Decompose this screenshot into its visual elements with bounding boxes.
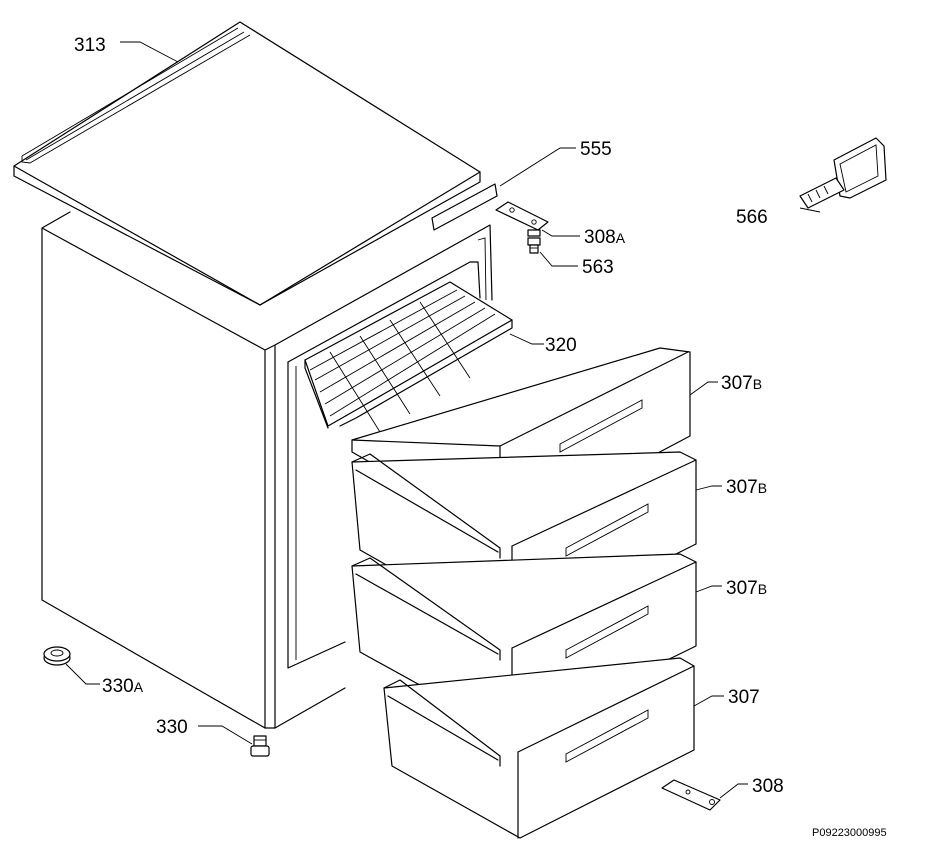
hinge-308a [495, 201, 549, 237]
label-555: 555 [580, 139, 612, 160]
top-lid-313 [13, 21, 481, 306]
label-307: 307 [728, 687, 760, 708]
foot-330a [43, 646, 71, 666]
ice-scraper-566 [799, 137, 887, 209]
control-strip-555 [431, 183, 498, 231]
screw-563 [527, 237, 541, 254]
part-labels: 313 555 308A 563 566 320 307B 307B 307B … [74, 35, 784, 797]
label-308: 308 [752, 776, 784, 797]
label-308a: 308A [584, 227, 626, 248]
foot-330 [250, 735, 270, 757]
hinge-308 [661, 779, 721, 811]
label-330a: 330A [102, 676, 144, 697]
leader-lines [65, 41, 821, 799]
cabinet-body [41, 211, 493, 757]
label-320: 320 [545, 335, 577, 356]
drawing-code: P09223000995 [812, 827, 887, 839]
label-313: 313 [74, 35, 106, 56]
label-307b-middle: 307B [726, 477, 767, 498]
label-330: 330 [156, 717, 188, 738]
label-566: 566 [736, 207, 768, 228]
label-563: 563 [582, 257, 614, 278]
drawer-307-bottom [383, 657, 695, 839]
label-307b-top: 307B [721, 373, 762, 394]
label-307b-lower: 307B [726, 578, 767, 599]
wire-shelf-320 [304, 281, 513, 433]
